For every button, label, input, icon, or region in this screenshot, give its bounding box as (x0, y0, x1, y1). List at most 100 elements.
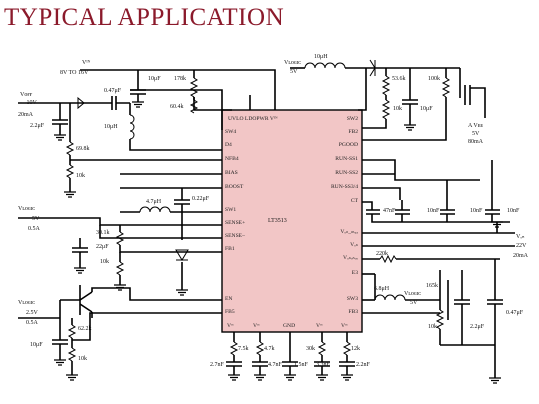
label-r-165k: 165k (426, 283, 438, 289)
label-vin: Vᴵᴺ (82, 60, 91, 66)
ic-body (221, 109, 363, 333)
label-vlogic-sw3: Vʟᴏɢɪᴄ (404, 291, 421, 297)
ic-bottom-pins: Vᶜᶜ Vᶜᶜ GND Vᶜᶜ Vᶜᶜ (227, 323, 348, 329)
pin-fb1: FB1 (225, 246, 235, 252)
pin-vonsense: Vₒₙₒₙₒₒ (343, 255, 358, 261)
pin-fb5: FB5 (225, 309, 235, 315)
label-r-220k: 220k (376, 251, 388, 257)
ic-top-pins: UVLO LDOPWR Vᴵᴺ (228, 116, 278, 122)
pin-bias: BIAS (225, 170, 238, 176)
label-von-v: 22V (516, 243, 527, 249)
label-r-69-8k: 69.8k (76, 146, 90, 152)
ground-symbols (54, 101, 503, 384)
ic-left-pins: SW4 D4 NFB4 BIAS BOOST SW1 SENSE+ SENSE–… (225, 129, 245, 315)
pin-von-mux: Vₒₙ_ₘᵤₓ (340, 229, 358, 235)
label-r-12k: 12k (351, 346, 360, 352)
pin-fb3: FB3 (348, 309, 358, 315)
label-r-53-6k: 53.6k (392, 76, 406, 82)
label-r-10k-bl: 10k (78, 356, 87, 362)
label-r-30-1k: 30.1k (96, 230, 110, 236)
label-out-a-v: 5V (472, 131, 480, 137)
pin-sw1: SW1 (225, 207, 236, 213)
label-c-10nf-3: 10nF (507, 208, 520, 214)
label-vlogic-sw3-v: 5V (410, 300, 418, 306)
label-c-0-22uf: 0.22μF (192, 196, 210, 202)
pin-boost: BOOST (225, 184, 244, 190)
label-c-4-7nf: 4.7nF (268, 362, 283, 368)
label-c-2-2nf: 2.2nF (356, 362, 371, 368)
label-r-62-2k: 62.2k (78, 326, 92, 332)
label-r-10k-right: 10k (393, 106, 402, 112)
pin-vc2: Vᶜᶜ (253, 323, 260, 329)
label-r-100k: 100k (428, 76, 440, 82)
pin-sense-minus: SENSE– (225, 233, 245, 239)
page-title: TYPICAL APPLICATION (4, 4, 285, 31)
label-vlogic2-i: 0.5A (26, 320, 39, 326)
label-vlogic2: Vʟᴏɢɪᴄ (18, 300, 35, 306)
pin-sw4: SW4 (225, 129, 236, 135)
label-r-10k-br: 10k (428, 324, 437, 330)
ic-right-pins: SW2 FB2 PGOOD RUN-SS1 RUN-SS2 RUN-SS3/4 … (331, 116, 359, 315)
pin-e3: E3 (352, 270, 358, 276)
label-vlogic-top-v: 5V (290, 69, 298, 75)
label-c-10uf-bl: 10μF (30, 342, 43, 348)
label-l-10uh-left: 10μH (104, 124, 118, 130)
label-r-178k: 178k (174, 76, 186, 82)
label-out-a-i: 80mA (468, 139, 484, 145)
pin-vc3: Vᶜᶜ (316, 323, 323, 329)
ic-name: LT3513 (268, 218, 287, 224)
pin-run-ss1: RUN-SS1 (335, 156, 358, 162)
label-von: Vₒₙ (516, 234, 525, 240)
label-vlogic-left: Vʟᴏɢɪᴄ (18, 206, 35, 212)
label-vin-range: 8V TO 16V (60, 70, 89, 76)
label-c-10uf-right: 10μF (420, 106, 433, 112)
pin-sw3: SW3 (347, 296, 358, 302)
label-out-a: A Vᴇᴇ (468, 123, 483, 129)
label-voff-v: – 10V (21, 100, 38, 106)
label-c-22uf: 22μF (96, 244, 109, 250)
pin-en: EN (225, 296, 232, 302)
label-c-0-47uf-br: 0.47μF (506, 310, 524, 316)
pin-vc4: Vᶜᶜ (341, 323, 348, 329)
label-r-60-4k: 60.4k (170, 104, 184, 110)
label-l-4-7uh: 4.7μH (146, 199, 162, 205)
label-c-1-5nf: 1.5nF (294, 362, 309, 368)
label-voff-i: 20mA (18, 112, 34, 118)
label-c-2-2uf-left: 2.2μF (30, 123, 45, 129)
pin-d4: D4 (225, 142, 232, 148)
label-c-0-47uf-top: 0.47μF (104, 88, 122, 94)
label-r-10k-left: 10k (76, 173, 85, 179)
pin-fb2: FB2 (348, 129, 358, 135)
label-r-7-5k: 7.5k (238, 346, 249, 352)
pin-nfb4: NFB4 (225, 156, 239, 162)
pin-ct: CT (351, 198, 359, 204)
pin-run-ss34: RUN-SS3/4 (331, 184, 358, 190)
label-c-2-2uf-br: 2.2μF (470, 324, 485, 330)
label-c-10nf-2: 10nF (470, 208, 483, 214)
label-vlogic-top: Vʟᴏɢɪᴄ (284, 60, 301, 66)
label-c-10uf-top: 10μF (148, 76, 161, 82)
label-c-2-7nf: 2.7nF (210, 362, 225, 368)
label-voff: Vᴏғғ (20, 92, 33, 98)
pin-sense-plus: SENSE+ (225, 220, 245, 226)
label-l-6-8uh: 6.8μH (374, 286, 390, 292)
label-c-10nf-1: 10nF (427, 208, 440, 214)
pin-pgood: PGOOD (339, 142, 358, 148)
label-vlogic-left-v: 5V (32, 216, 40, 222)
label-r-4-7k: 4.7k (264, 346, 275, 352)
label-c-47nf-1: 47nF (383, 208, 396, 214)
wiring (18, 59, 515, 378)
pin-vc1: Vᶜᶜ (227, 323, 234, 329)
label-c-3-3nf: 3.3nF (316, 362, 331, 368)
pin-gnd: GND (283, 323, 295, 329)
pin-run-ss2: RUN-SS2 (335, 170, 358, 176)
label-r-30k: 30k (306, 346, 315, 352)
pin-von: Vₒₙ (350, 242, 359, 248)
component-labels: Vᴵᴺ 8V TO 16V 10μF 178k 60.4k Vʟᴏɢɪᴄ 5V … (18, 54, 529, 368)
label-r-10k-mid: 10k (100, 259, 109, 265)
label-vlogic2-v: 2.5V (26, 310, 39, 316)
label-vlogic-left-i: 0.5A (28, 226, 41, 232)
label-l-10uh-top: 10μH (314, 54, 328, 60)
pin-sw2: SW2 (347, 116, 358, 122)
